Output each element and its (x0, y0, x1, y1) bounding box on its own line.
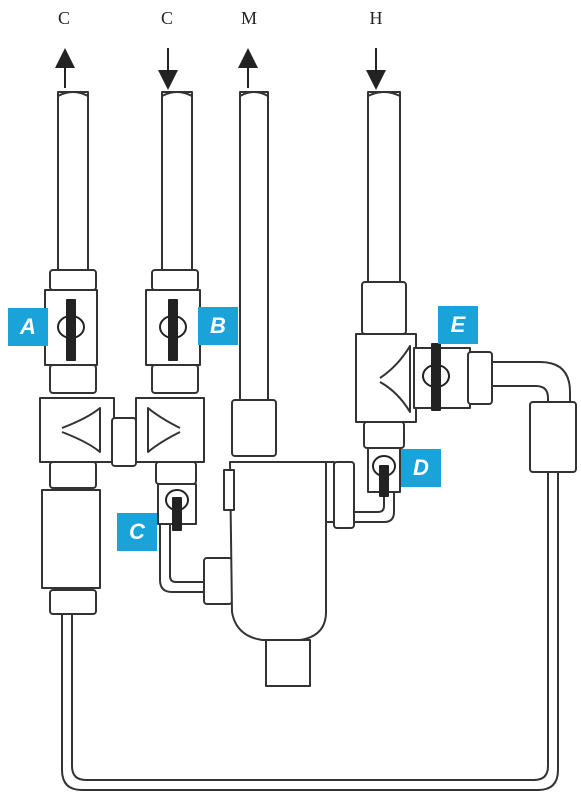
valve-b-handle (159, 299, 187, 361)
valve-handles (57, 299, 450, 531)
valve-label-b: B (210, 313, 226, 338)
badge-b (198, 307, 238, 345)
label-c-in: C (160, 8, 173, 28)
pipe-c-in-end (161, 91, 193, 97)
pipe-segment (41, 489, 101, 589)
pipe-h-in-end (367, 91, 401, 97)
nut (155, 461, 197, 485)
valve-label-a: A (20, 314, 36, 339)
nut (325, 461, 335, 523)
nut (203, 557, 233, 605)
manifold-port (265, 639, 311, 687)
badge-c (117, 513, 157, 551)
nut (49, 364, 97, 394)
nut (111, 417, 137, 467)
label-c-out: C (57, 8, 70, 28)
nut (467, 351, 493, 405)
nut (231, 399, 277, 457)
pipe-m-out (239, 91, 269, 401)
label-m-out: M (240, 8, 257, 28)
manifold-side-boss (223, 469, 235, 511)
pipe-e-to-loop (491, 361, 571, 407)
tee-left-bend (61, 407, 101, 453)
nut (333, 461, 355, 529)
manifold-block (229, 461, 327, 641)
valve-e-handle (422, 343, 450, 411)
tee-left (39, 397, 115, 463)
pipe-c-in (161, 91, 193, 271)
nut (151, 364, 199, 394)
tee-h-bend (379, 345, 411, 413)
valve-label-c: C (129, 519, 145, 544)
valve-label-e: E (450, 312, 466, 337)
nut (529, 401, 577, 473)
nut (49, 269, 97, 291)
tee-right-bend (147, 407, 181, 453)
left-stack (39, 91, 137, 615)
pipe-c-to-manifold (159, 523, 207, 593)
nut (363, 421, 405, 449)
h-stack (333, 91, 577, 529)
badge-d (401, 449, 441, 487)
pipe-c-out-end (57, 91, 89, 97)
valve-a-handle (57, 299, 85, 361)
m-stack (223, 91, 335, 687)
badge-e (438, 306, 478, 344)
pipe-c-out (57, 91, 89, 271)
flow-arrows (55, 48, 386, 90)
badge-a (8, 308, 48, 346)
valve-d-handle (372, 455, 396, 497)
tee-right (135, 397, 205, 463)
label-h-in: H (369, 8, 383, 28)
pipe-m-out-end (239, 91, 269, 97)
valve-label-d: D (413, 455, 429, 480)
nut (361, 281, 407, 335)
nut (49, 589, 97, 615)
valve-c-handle (165, 489, 189, 531)
pipe-h-in (367, 91, 401, 283)
valve-badges (8, 306, 478, 551)
nut (49, 461, 97, 489)
nut (151, 269, 199, 291)
